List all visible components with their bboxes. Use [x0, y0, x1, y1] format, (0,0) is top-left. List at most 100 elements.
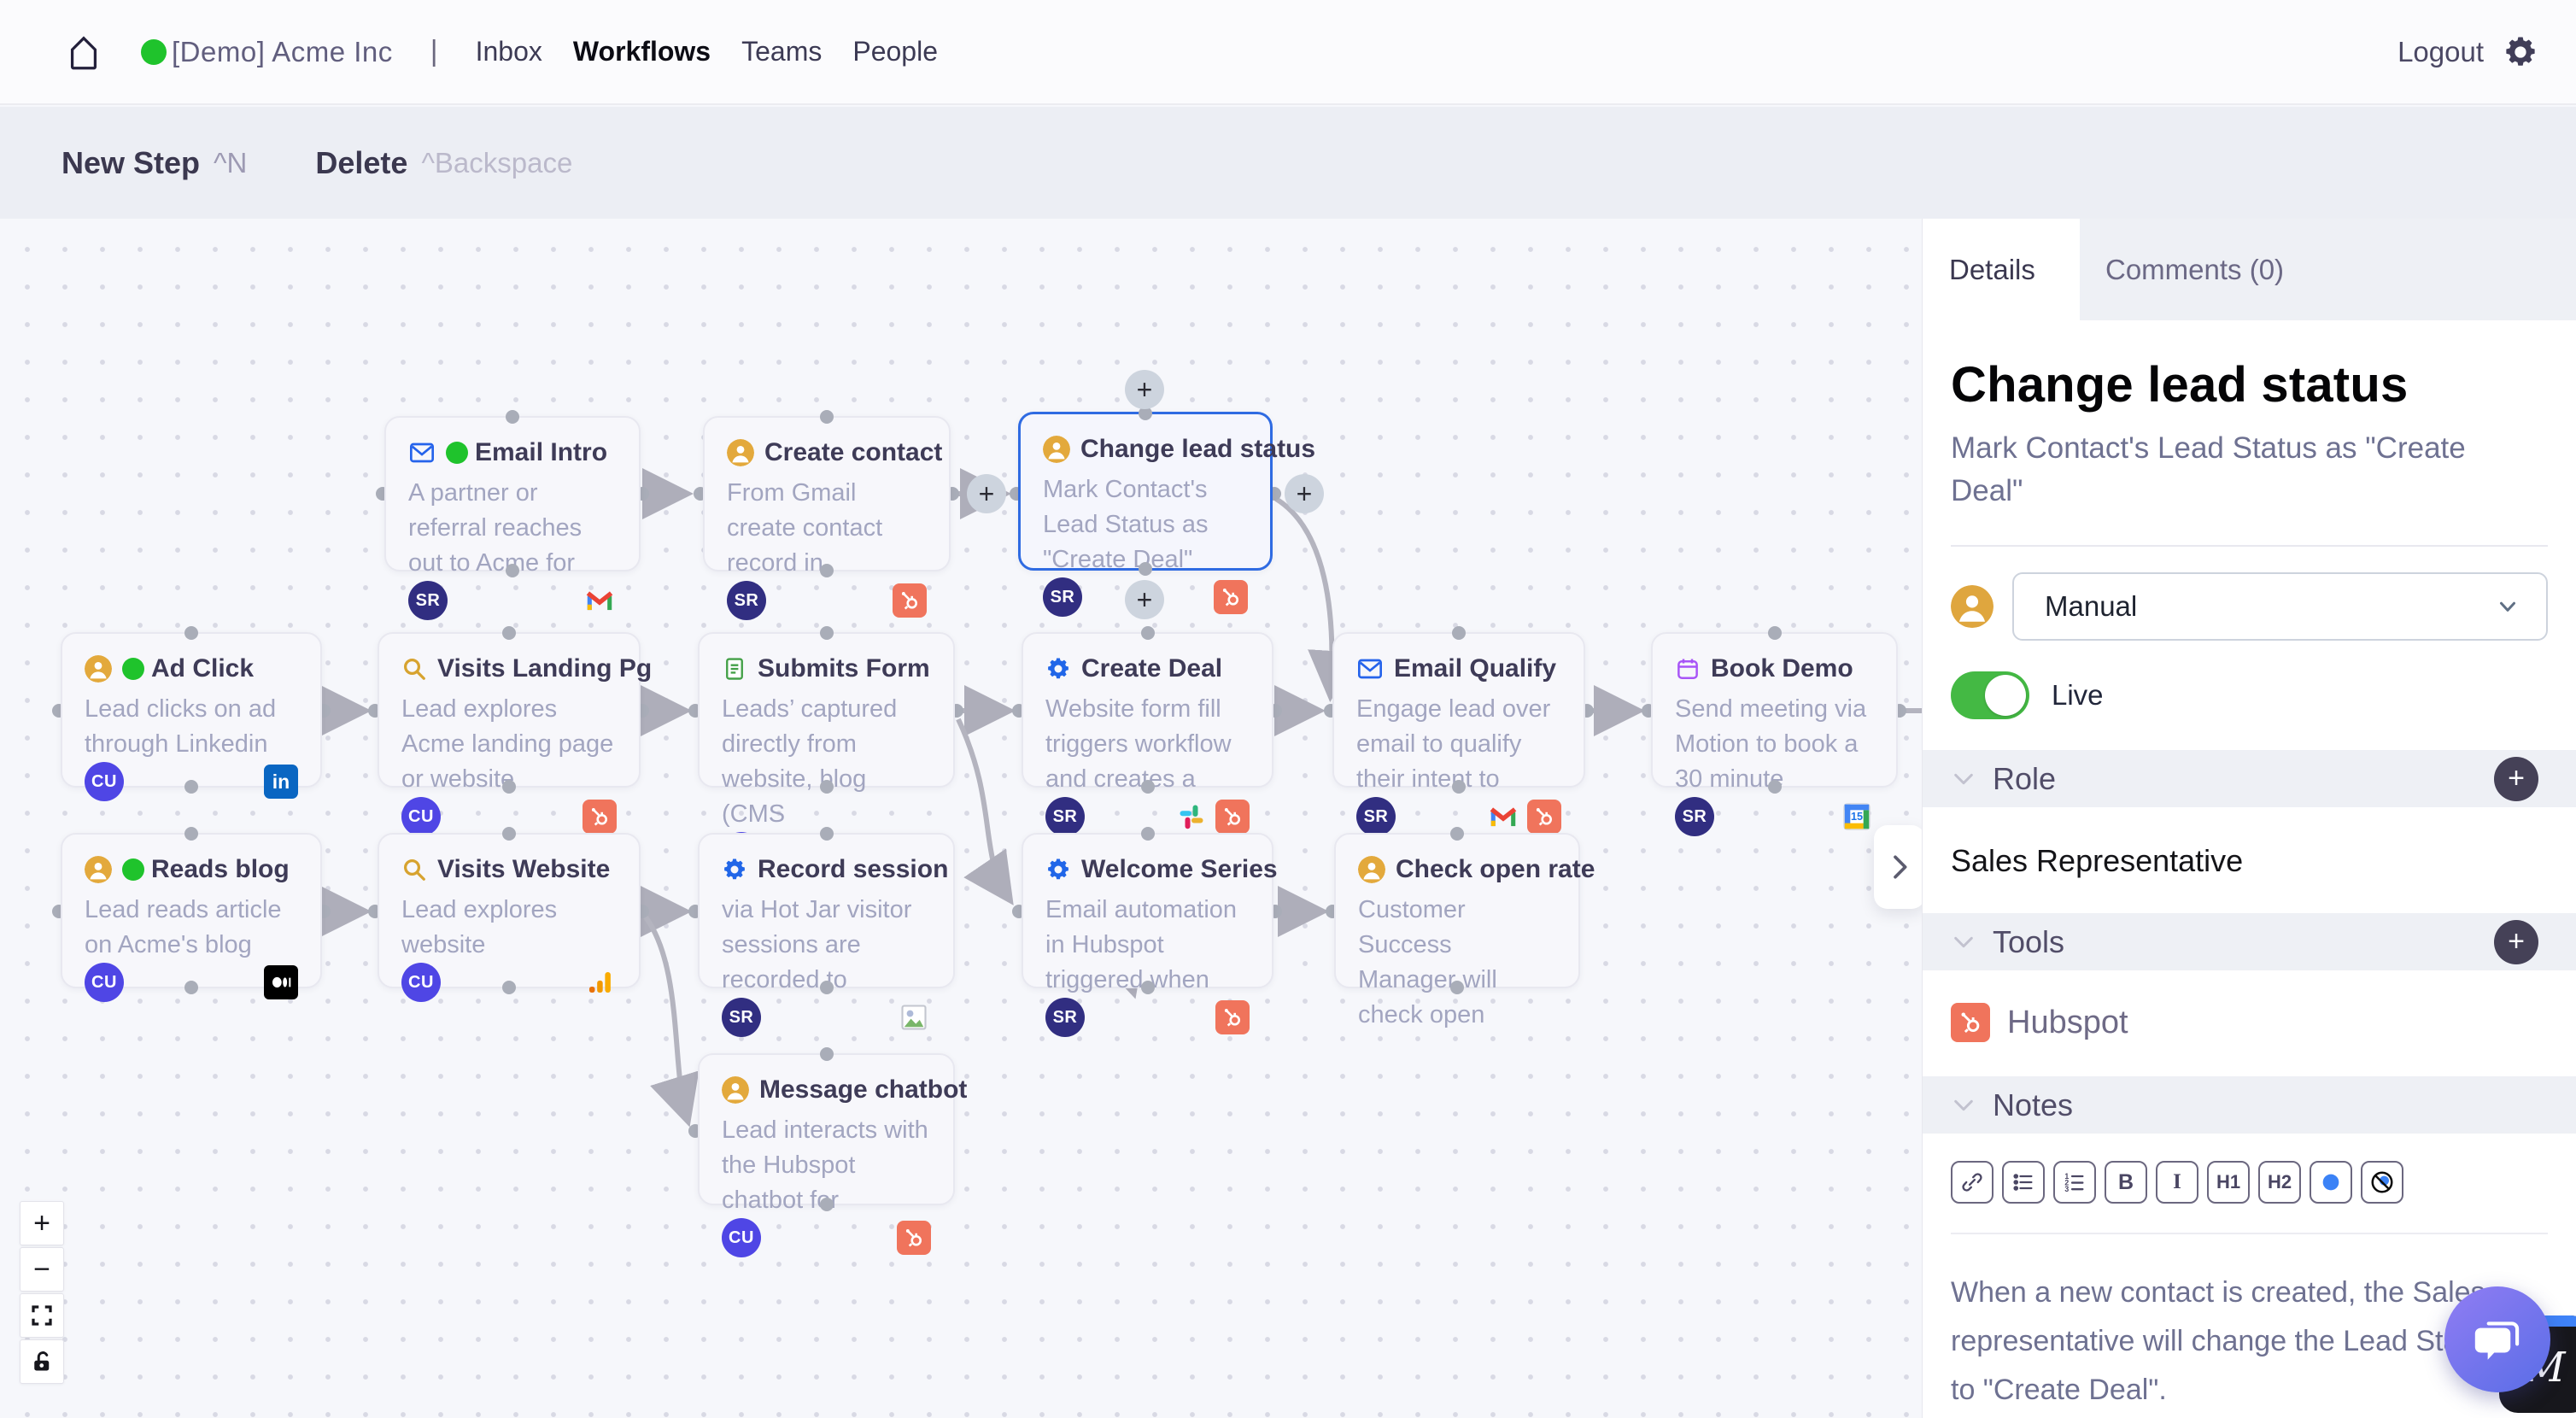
zoom-out-button[interactable]: − [20, 1247, 64, 1292]
node-description: Leads’ captured directly from website, b… [722, 695, 898, 828]
format-h2-button[interactable]: H2 [2258, 1161, 2301, 1204]
node-title: Record session [758, 855, 949, 883]
chat-launcher-button[interactable] [2444, 1286, 2550, 1392]
format-b-button[interactable]: B [2105, 1161, 2147, 1204]
format-link-button[interactable] [1951, 1161, 1993, 1204]
node-tool-icons [1174, 800, 1250, 834]
divider [1951, 545, 2548, 547]
add-step-below-button[interactable]: + [1125, 580, 1164, 619]
add-step-above-button[interactable]: + [1125, 370, 1164, 409]
node-title: Visits Website [437, 855, 611, 883]
tool-hubspot[interactable]: Hubspot [1923, 970, 2576, 1076]
node-tool-icons [1486, 800, 1561, 834]
unlock-button[interactable] [20, 1339, 64, 1384]
section-tools-label: Tools [1993, 923, 2065, 959]
node-tool-icons [583, 965, 617, 999]
nav-item-inbox[interactable]: Inbox [475, 36, 542, 67]
trigger-select[interactable]: Manual [2012, 572, 2548, 641]
main-nav: Inbox Workflows Teams People [476, 36, 938, 67]
format-i-button[interactable]: I [2156, 1161, 2198, 1204]
node-title: Change lead status [1080, 435, 1316, 463]
node-description: From Gmail create contact record in [727, 479, 883, 577]
node-title: Create Deal [1081, 654, 1223, 683]
node-title: Visits Landing Pg [437, 654, 653, 683]
person-icon [1358, 856, 1385, 883]
nav-item-workflows[interactable]: Workflows [572, 36, 711, 67]
assignee-avatar: SR [1045, 998, 1085, 1037]
section-notes[interactable]: Notes [1923, 1076, 2576, 1134]
status-dot [122, 858, 144, 881]
node-description: A partner or referral reaches out to Acm… [408, 479, 583, 577]
nav-item-people[interactable]: People [852, 36, 938, 67]
node-title: Create contact [764, 438, 943, 466]
add-step-right-button[interactable]: + [1285, 474, 1324, 513]
live-toggle[interactable] [1951, 671, 2029, 719]
node-tool-icons [897, 1000, 931, 1034]
svg-text:2: 2 [2064, 1179, 2069, 1187]
workspace-status-dot [141, 38, 167, 65]
format-color-none-button[interactable] [2361, 1161, 2403, 1204]
new-step-button[interactable]: New Step [61, 144, 201, 180]
node-description: Send meeting via Motion to book a 30 min… [1675, 695, 1867, 793]
node-title: Ad Click [151, 654, 255, 683]
add-step-between-button[interactable]: + [967, 474, 1006, 513]
logout-button[interactable]: Logout [2397, 35, 2484, 67]
tab-comments[interactable]: Comments (0) [2080, 219, 2576, 320]
delete-button[interactable]: Delete [315, 144, 408, 180]
node-tool-icons [1214, 580, 1248, 614]
live-label: Live [2052, 679, 2104, 711]
fit-view-button[interactable] [20, 1293, 64, 1338]
section-role[interactable]: Role + [1923, 750, 2576, 807]
zoom-in-button[interactable]: + [20, 1201, 64, 1245]
section-tools[interactable]: Tools + [1923, 913, 2576, 970]
add-role-button[interactable]: + [2494, 756, 2538, 801]
magnifier-icon [401, 656, 427, 682]
assignee-avatar: SR [1043, 577, 1082, 617]
assignee-avatar: CU [401, 797, 441, 836]
workspace-name: [Demo] Acme Inc [172, 35, 393, 67]
gear-icon [722, 857, 747, 882]
home-icon[interactable] [64, 32, 105, 73]
format-h1-button[interactable]: H1 [2207, 1161, 2250, 1204]
trigger-select-value: Manual [2045, 590, 2138, 622]
envelope-icon [408, 439, 436, 466]
assignee-avatar: CU [85, 963, 124, 1002]
node-tool-icons [583, 583, 617, 618]
nav-item-teams[interactable]: Teams [741, 36, 823, 67]
node-tool-icons: 15 [1840, 800, 1874, 834]
settings-gear-icon[interactable] [2503, 34, 2538, 70]
nav-divider: | [430, 35, 438, 67]
section-role-label: Role [1993, 760, 2057, 796]
node-title: Message chatbot [759, 1075, 968, 1104]
node-tool-icons [583, 800, 617, 834]
add-tool-button[interactable]: + [2494, 919, 2538, 964]
tab-details[interactable]: Details [1923, 219, 2080, 320]
format-color-dot-button[interactable] [2310, 1161, 2352, 1204]
format-bullet-list-button[interactable] [2002, 1161, 2045, 1204]
new-step-shortcut: ^N [214, 146, 248, 179]
panel-collapse-button[interactable] [1874, 825, 1925, 909]
chat-bubble-icon [2474, 1321, 2520, 1360]
node-description: Lead reads article on Acme's blog [85, 896, 282, 958]
workspace-brand[interactable]: [Demo] Acme Inc [141, 36, 393, 68]
document-icon [722, 656, 747, 682]
notes-text: When a new contact is created, the Sales… [1951, 1276, 2498, 1406]
person-icon [85, 856, 112, 883]
